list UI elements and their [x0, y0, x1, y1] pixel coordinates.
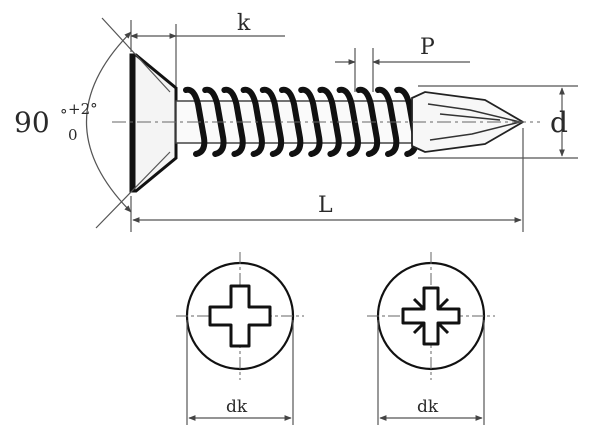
dimension-lines: [85, 17, 578, 232]
angle-upper-tolerance: +2°: [68, 100, 98, 118]
thread-turn: [375, 86, 400, 157]
label-pitch-p: P: [420, 35, 435, 60]
label-diameter-d: d: [550, 106, 568, 139]
thread-turn: [355, 86, 381, 157]
thread-turns: [183, 86, 419, 157]
thread-turn: [221, 86, 246, 157]
thread-turn: [240, 86, 265, 157]
label-length-l: L: [318, 193, 333, 218]
screw-head: [129, 53, 178, 193]
thread-turn: [259, 86, 285, 157]
thread-turn: [336, 86, 361, 157]
label-head-diameter-dk-right: dk: [417, 397, 439, 417]
head-top-view-pozidriv: dk: [367, 252, 495, 425]
label-head-angle: 90 ° +2° 0: [14, 100, 98, 144]
thread-turn: [202, 86, 227, 157]
label-head-diameter-dk-left: dk: [226, 397, 248, 417]
thread-turn: [317, 86, 342, 157]
thread-turn: [183, 86, 208, 157]
angle-base-degree: °: [60, 106, 68, 124]
angle-base: 90: [14, 106, 50, 139]
head-top-view-phillips: dk: [176, 252, 304, 425]
screw-side-view: [112, 53, 540, 193]
phillips-cross-recess-icon: [208, 284, 272, 348]
thread-turn: [298, 86, 323, 157]
label-head-height-k: k: [237, 11, 251, 36]
pozidriv-cross-recess-icon: [401, 286, 461, 346]
drill-flute: [427, 103, 521, 141]
angle-lower-tolerance: 0: [68, 126, 78, 144]
thread-turn: [279, 86, 304, 157]
